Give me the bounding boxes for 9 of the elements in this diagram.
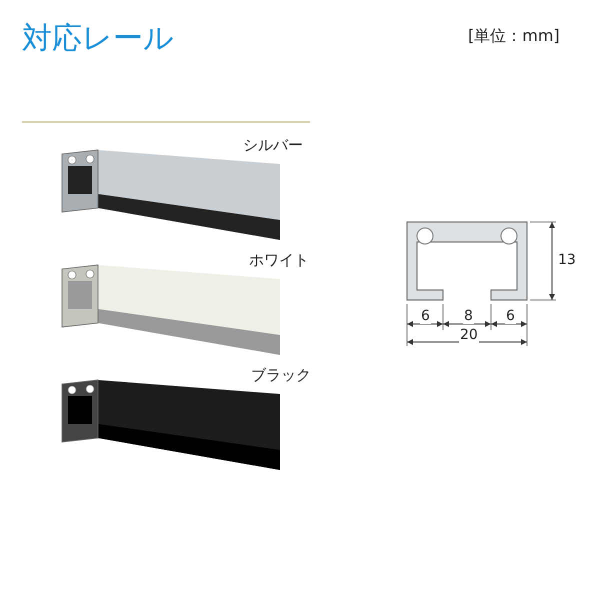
dimension-label: 8 xyxy=(463,308,474,324)
unit-note: [単位：mm] xyxy=(468,26,560,47)
dimension-label: 6 xyxy=(420,308,431,324)
color-label: シルバー xyxy=(243,136,303,155)
page-title: 対応レール xyxy=(22,20,174,58)
dimension-label: 20 xyxy=(459,327,479,343)
color-label: ホワイト xyxy=(249,251,309,270)
color-label: ブラック xyxy=(251,366,311,385)
dimension-label: 6 xyxy=(505,308,516,324)
